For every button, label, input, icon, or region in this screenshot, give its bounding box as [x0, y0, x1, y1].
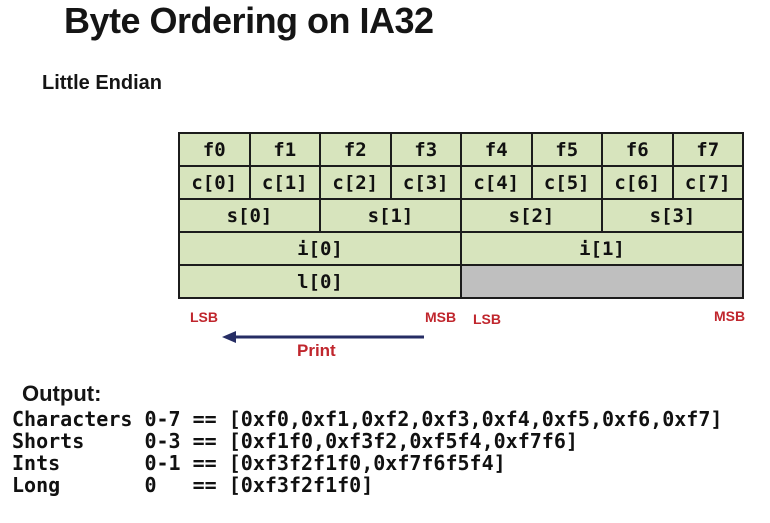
print-label: Print: [297, 341, 336, 360]
byte-row: f0 f1 f2 f3 f4 f5 f6 f7: [178, 132, 744, 167]
section-heading: Little Endian: [42, 72, 162, 94]
long-cell: l[0]: [178, 264, 462, 299]
byte-cell: f5: [530, 132, 603, 167]
program-output: Characters 0-7 == [0xf0,0xf1,0xf2,0xf3,0…: [12, 408, 722, 496]
short-cell: s[0]: [178, 198, 321, 233]
memory-layout-table: f0 f1 f2 f3 f4 f5 f6 f7 c[0] c[1] c[2] c…: [178, 132, 744, 299]
msb-label-right: MSB: [714, 308, 746, 324]
char-cell: c[1]: [248, 165, 321, 200]
byte-cell: f4: [460, 132, 533, 167]
unused-cell: [460, 264, 744, 299]
short-cell: s[2]: [460, 198, 603, 233]
char-row: c[0] c[1] c[2] c[3] c[4] c[5] c[6] c[7]: [178, 165, 744, 200]
output-line-ints: Ints 0-1 == [0xf3f2f1f0,0xf7f6f5f4]: [12, 451, 506, 475]
char-cell: c[3]: [389, 165, 462, 200]
short-row: s[0] s[1] s[2] s[3]: [178, 198, 744, 233]
short-cell: s[3]: [601, 198, 744, 233]
long-row: l[0]: [178, 264, 744, 299]
int-row: i[0] i[1]: [178, 231, 744, 266]
int-cell: i[0]: [178, 231, 462, 266]
char-cell: c[5]: [530, 165, 603, 200]
byte-cell: f3: [389, 132, 462, 167]
byte-cell: f0: [178, 132, 251, 167]
char-cell: c[6]: [601, 165, 674, 200]
print-direction-arrow-icon: [222, 331, 424, 343]
byte-cell: f6: [601, 132, 674, 167]
output-heading: Output:: [22, 381, 102, 406]
output-line-long: Long 0 == [0xf3f2f1f0]: [12, 473, 374, 497]
output-line-characters: Characters 0-7 == [0xf0,0xf1,0xf2,0xf3,0…: [12, 407, 723, 431]
char-cell: c[7]: [671, 165, 744, 200]
byte-cell: f7: [671, 132, 744, 167]
output-line-shorts: Shorts 0-3 == [0xf1f0,0xf3f2,0xf5f4,0xf7…: [12, 429, 578, 453]
byte-cell: f1: [248, 132, 321, 167]
page-title: Byte Ordering on IA32: [64, 0, 434, 41]
byte-cell: f2: [319, 132, 392, 167]
char-cell: c[2]: [319, 165, 392, 200]
char-cell: c[4]: [460, 165, 533, 200]
lsb-label-right: LSB: [473, 311, 501, 327]
short-cell: s[1]: [319, 198, 462, 233]
msb-label-left: MSB: [425, 309, 457, 325]
int-cell: i[1]: [460, 231, 744, 266]
char-cell: c[0]: [178, 165, 251, 200]
lsb-label-left: LSB: [190, 309, 218, 325]
